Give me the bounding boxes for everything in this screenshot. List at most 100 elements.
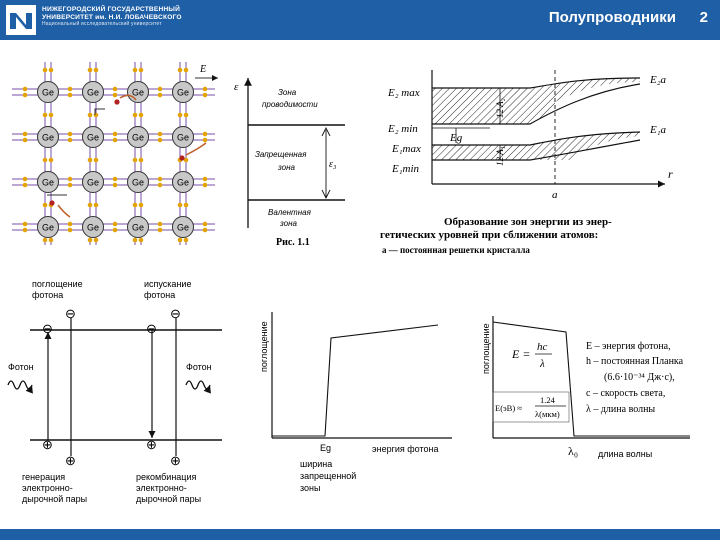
photon-wave-right-icon — [185, 380, 211, 394]
valence-electron-icon — [202, 182, 208, 188]
level-caption-1: Образование зон энергии из энер- — [444, 216, 612, 228]
gap-label: ε₃ — [329, 159, 337, 170]
germanium-atom-icon — [127, 126, 149, 148]
valence-electron-icon — [22, 182, 28, 188]
germanium-atom-icon — [172, 216, 194, 238]
conduction-band-label-2: проводимости — [262, 100, 318, 109]
valence-electron-icon — [132, 67, 138, 73]
valence-electron-icon — [112, 182, 118, 188]
free-carrier-icon — [49, 200, 55, 206]
bandgap-label-2: запрещенной — [300, 471, 356, 481]
generation-label-1: генерация — [22, 472, 65, 482]
valence-electron-icon — [48, 157, 54, 163]
valence-electron-icon — [183, 112, 189, 118]
atom-label: Ge — [87, 223, 99, 233]
valence-electron-icon — [22, 227, 28, 233]
header-bar: НИЖЕГОРОДСКИЙ ГОСУДАРСТВЕННЫЙ УНИВЕРСИТЕ… — [0, 0, 720, 40]
e2max-label: E₂ max — [387, 87, 420, 99]
germanium-atom-icon — [82, 216, 104, 238]
valence-electron-icon — [183, 67, 189, 73]
valence-electron-icon — [93, 157, 99, 163]
valence-electron-icon — [67, 176, 73, 182]
germanium-atom-icon — [37, 171, 59, 193]
valence-electron-icon — [202, 176, 208, 182]
absorption-label-2: фотона — [32, 290, 63, 300]
electron-symbol-4: ⊖ — [170, 306, 181, 321]
valence-electron-icon — [87, 237, 93, 243]
electron-symbol-3: ⊖ — [146, 321, 157, 336]
valence-electron-icon — [132, 157, 138, 163]
level-caption-3: a — постоянная решетки кристалла — [382, 245, 530, 255]
valence-electron-icon — [177, 237, 183, 243]
electron-symbol-1: ⊖ — [42, 321, 53, 336]
germanium-atom-icon — [37, 81, 59, 103]
legend-line-4: c – скорость света, — [586, 388, 665, 399]
legend-line-5: λ – длина волны — [586, 404, 655, 415]
valence-electron-icon — [22, 176, 28, 182]
valence-electron-icon — [183, 237, 189, 243]
atom-label: Ge — [132, 178, 144, 188]
legend-line-3: (6.6·10⁻³⁴ Дж·с), — [604, 372, 675, 383]
lattice-constant-label: a — [552, 189, 558, 201]
atom-label: Ge — [177, 133, 189, 143]
valence-electron-icon — [112, 92, 118, 98]
university-line-2: УНИВЕРСИТЕТ им. Н.И. ЛОБАЧЕВСКОГО — [42, 13, 182, 21]
valence-electron-icon — [42, 112, 48, 118]
germanium-atom-icon — [127, 216, 149, 238]
valence-electron-icon — [22, 131, 28, 137]
valence-electron-icon — [112, 131, 118, 137]
hole-symbol-4: ⊕ — [170, 453, 181, 468]
approx-formula-denominator: λ(мкм) — [535, 409, 560, 419]
width2-label: 12 A₂ — [495, 98, 505, 118]
valence-electron-icon — [22, 92, 28, 98]
germanium-atom-icon — [37, 126, 59, 148]
valence-electron-icon — [42, 202, 48, 208]
valence-electron-icon — [202, 221, 208, 227]
atom-label: Ge — [177, 88, 189, 98]
e1min-label: E₁min — [391, 163, 420, 175]
eg-label: Eg — [449, 132, 463, 144]
valence-electron-icon — [183, 157, 189, 163]
valence-band-label-1: Валентная — [268, 208, 312, 217]
valence-electron-icon — [112, 221, 118, 227]
energy-axis-label: ε — [234, 81, 239, 93]
lambda0-tick-label: λ₀ — [568, 444, 578, 458]
valence-electron-icon — [138, 237, 144, 243]
valence-electron-icon — [202, 137, 208, 143]
valence-electron-icon — [42, 67, 48, 73]
valence-electron-icon — [93, 237, 99, 243]
valence-electron-icon — [157, 92, 163, 98]
germanium-atom-icon — [82, 171, 104, 193]
valence-electron-icon — [132, 112, 138, 118]
germanium-atom-icon — [172, 81, 194, 103]
approx-formula-lhs: E(эВ) ≈ — [495, 403, 522, 413]
atom-label: Ge — [42, 178, 54, 188]
university-name: НИЖЕГОРОДСКИЙ ГОСУДАРСТВЕННЫЙ УНИВЕРСИТЕ… — [42, 6, 182, 29]
valence-electron-icon — [132, 237, 138, 243]
valence-electron-icon — [42, 237, 48, 243]
atom-label: Ge — [177, 223, 189, 233]
atom-label: Ge — [132, 223, 144, 233]
absorption-label-1: поглощение — [32, 279, 83, 289]
valence-electron-icon — [202, 92, 208, 98]
valence-electron-icon — [157, 137, 163, 143]
valence-electron-icon — [48, 67, 54, 73]
conduction-band-label-1: Зона — [278, 88, 297, 97]
valence-electron-icon — [138, 67, 144, 73]
valence-electron-icon — [67, 137, 73, 143]
hole-symbol-3: ⊕ — [146, 437, 157, 452]
photon-label-right: Фотон — [186, 362, 212, 372]
valence-electron-icon — [112, 137, 118, 143]
approx-formula-numerator: 1.24 — [540, 395, 556, 405]
valence-electron-icon — [67, 86, 73, 92]
formula-denominator: λ — [539, 358, 545, 370]
e1a-label: E₁a — [649, 124, 667, 136]
valence-electron-icon — [67, 227, 73, 233]
wavelength-x-label: длина волны — [598, 449, 652, 459]
valence-electron-icon — [177, 202, 183, 208]
level-caption-2: гетических уровней при сближении атомов: — [380, 229, 598, 241]
valence-electron-icon — [48, 237, 54, 243]
photon-energy-x-label: энергия фотона — [372, 444, 438, 454]
atom-label: Ge — [87, 88, 99, 98]
valence-electron-icon — [177, 112, 183, 118]
